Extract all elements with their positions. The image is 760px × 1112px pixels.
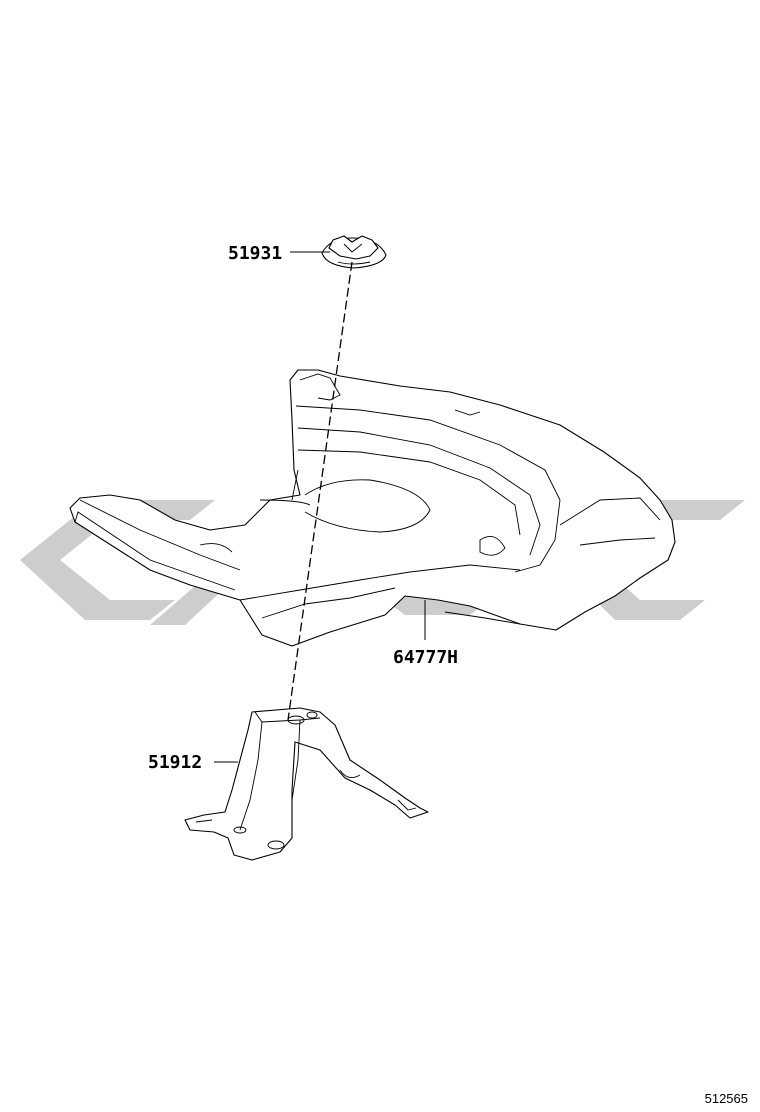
diagram-ref-number: 512565 [705, 1091, 748, 1106]
clamp-knob-51931 [321, 235, 387, 269]
callout-51912: 51912 [148, 752, 202, 773]
carrier-bracket-51912 [184, 707, 429, 861]
assembly-axis-line [287, 261, 353, 721]
callout-51931: 51931 [228, 243, 282, 264]
spare-tire-cover-64777H [69, 369, 676, 647]
callout-64777H: 64777H [393, 647, 458, 668]
